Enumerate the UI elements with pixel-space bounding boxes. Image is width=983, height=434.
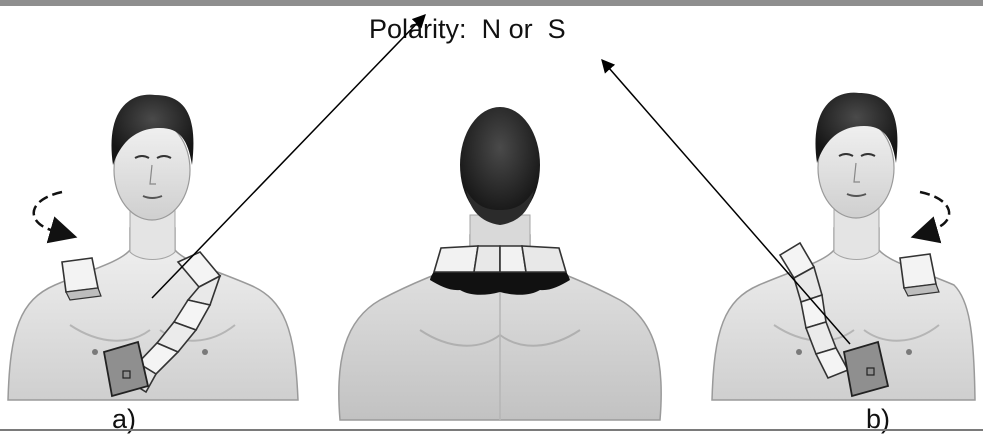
arrow-b-to-polarity xyxy=(602,60,850,344)
person-b-front xyxy=(712,93,975,400)
bottom-border xyxy=(0,429,983,431)
coil-chain-back xyxy=(430,246,570,295)
person-back-view xyxy=(339,107,661,420)
person-a-front xyxy=(8,95,298,400)
arrow-a-to-polarity xyxy=(152,15,425,298)
coil-module-detached-a xyxy=(62,258,101,300)
coil-module-detached-b xyxy=(900,254,939,296)
